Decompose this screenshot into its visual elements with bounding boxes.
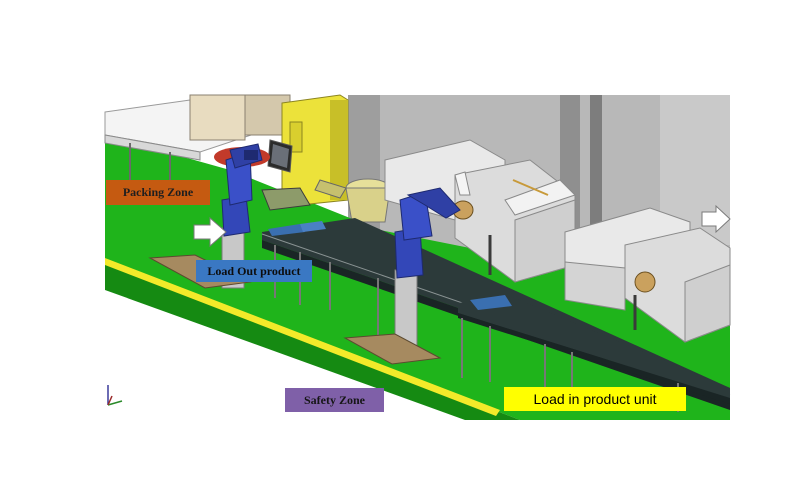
axis-triad-icon	[107, 385, 123, 406]
load-in-product-unit-label: Load in product unit	[504, 387, 686, 411]
cnc-machine-2	[564, 207, 731, 343]
parts-tray	[261, 187, 311, 211]
safety-zone-label: Safety Zone	[285, 388, 384, 412]
safety-line	[105, 258, 500, 416]
packing-zone-label: Packing Zone	[106, 180, 210, 205]
bowl-feeder	[314, 178, 391, 223]
load-out-product-label: Load Out product	[196, 260, 312, 282]
packing-robot	[221, 143, 263, 289]
flow-arrow-icon	[701, 204, 731, 234]
flow-arrow-icon	[193, 216, 227, 248]
conveyor-trays	[268, 221, 326, 236]
monitor	[267, 139, 293, 173]
controller-cabinet	[281, 94, 349, 206]
packing-cabinet	[189, 94, 291, 141]
